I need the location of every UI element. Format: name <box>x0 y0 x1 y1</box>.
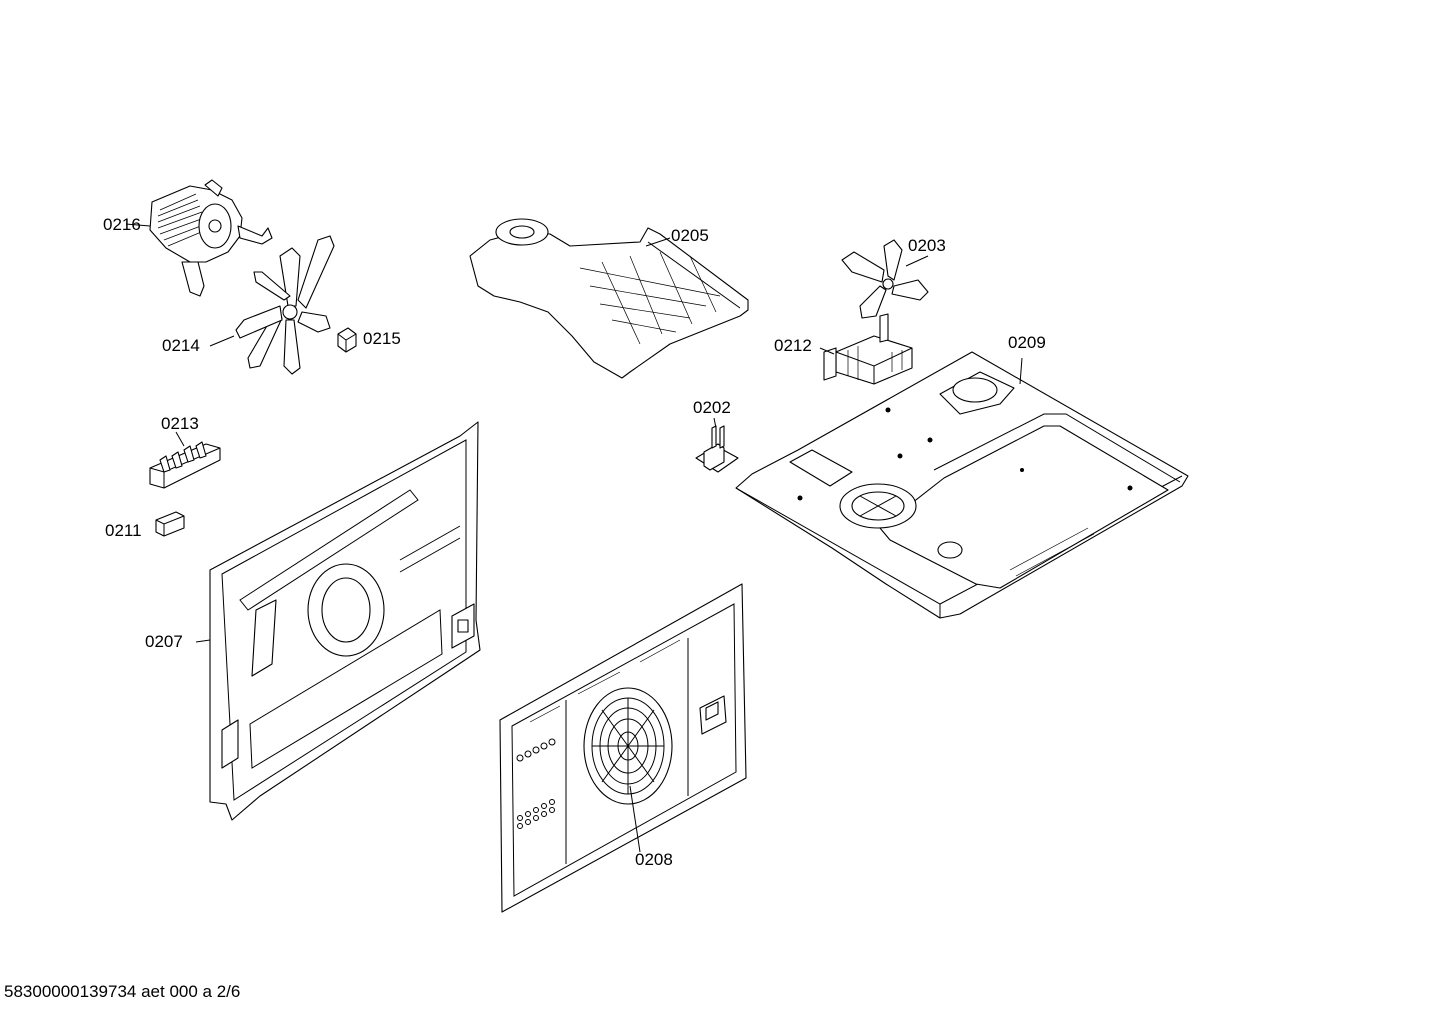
part-0215-nut[interactable] <box>337 327 357 353</box>
label-0203: 0203 <box>908 236 946 255</box>
part-0211-connector[interactable] <box>155 511 185 537</box>
label-0216: 0216 <box>103 215 141 234</box>
label-0211: 0211 <box>105 521 142 540</box>
part-0216-fan-motor[interactable] <box>125 179 273 297</box>
part-0203-cooling-fan[interactable] <box>841 239 929 319</box>
part-0213-terminal-block[interactable] <box>149 431 221 489</box>
part-0202-thermal-switch[interactable] <box>695 417 739 473</box>
part-0205-fan-housing[interactable] <box>469 218 749 379</box>
label-0213: 0213 <box>161 414 199 433</box>
label-0214: 0214 <box>162 336 200 355</box>
label-0208: 0208 <box>635 850 673 869</box>
label-0205: 0205 <box>671 226 709 245</box>
part-0208-back-panel[interactable] <box>499 583 747 913</box>
document-reference-footer: 58300000139734 aet 000 a 2/6 <box>4 982 241 1001</box>
part-0214-fan-blade[interactable] <box>209 235 335 375</box>
label-0202: 0202 <box>693 398 731 417</box>
part-0209-top-plate[interactable] <box>735 351 1189 619</box>
label-0215: 0215 <box>363 329 401 348</box>
part-0212-fan-motor[interactable] <box>819 313 913 385</box>
part-0207-back-wall[interactable] <box>195 421 481 821</box>
label-0207: 0207 <box>145 632 183 651</box>
label-0209: 0209 <box>1008 333 1046 352</box>
label-0212: 0212 <box>774 336 812 355</box>
